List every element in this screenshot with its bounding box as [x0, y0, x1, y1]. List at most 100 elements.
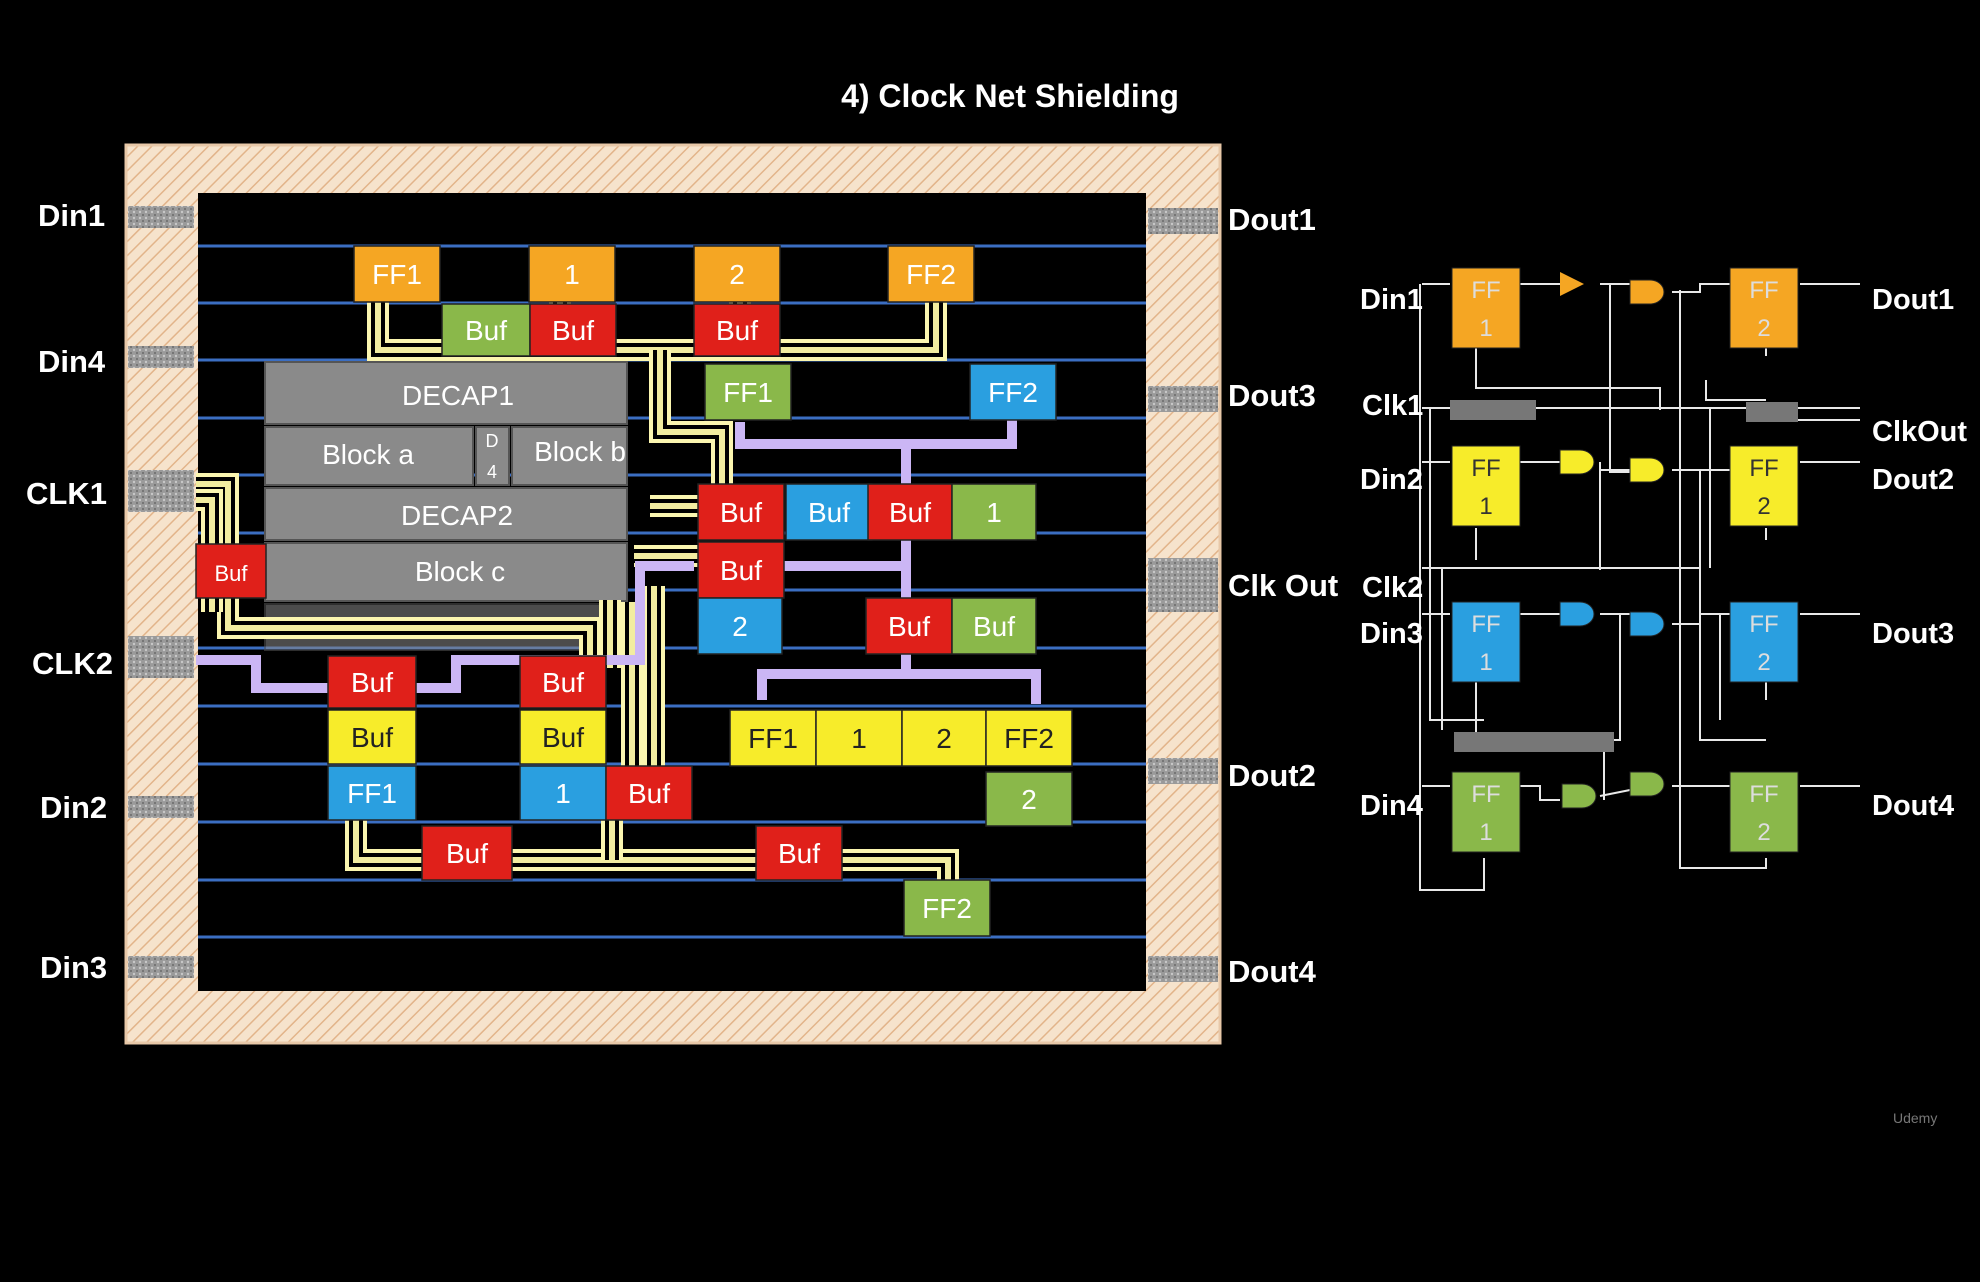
cell-red-buf: Buf	[697, 541, 785, 599]
cell-label: Buf	[214, 561, 248, 586]
cell-green-1: 1	[951, 483, 1037, 541]
decap1-label: DECAP1	[402, 380, 514, 411]
clock-core-wire	[196, 481, 593, 668]
decap2-block	[264, 487, 628, 541]
schem-label-din2: Din2	[1360, 464, 1423, 496]
slide-title: 4) Clock Net Shielding	[841, 78, 1179, 114]
cell-label: FF1	[347, 778, 397, 809]
cell-label: FF2	[906, 259, 956, 290]
io-pads	[128, 206, 1218, 982]
udemy-logo: Udemy	[1893, 1110, 1938, 1126]
block-a-label: Block a	[322, 439, 414, 470]
cell-label: Buf	[542, 722, 584, 753]
cell-label: 2	[936, 723, 952, 754]
input-pad	[128, 796, 194, 818]
schem-label-clk1: Clk1	[1362, 390, 1424, 422]
schem-label-clk2: Clk2	[1362, 572, 1424, 604]
output-pad	[1148, 558, 1218, 612]
block-b-label: Block b	[534, 436, 626, 467]
cell-orange-ff2: FF2	[887, 245, 975, 303]
schem-label-dout2: Dout2	[1872, 464, 1955, 496]
cell-blue-2: 2	[697, 597, 783, 655]
cell-yellow-buf: Buf	[327, 709, 417, 765]
cell-label: 2	[729, 259, 745, 290]
clock-core-wire	[657, 350, 725, 498]
cell-yellow-2: 2	[901, 709, 987, 767]
cell-label: Buf	[889, 497, 931, 528]
cell-red-buf: Buf	[529, 303, 617, 357]
cell-yellow-ff2: FF2	[985, 709, 1073, 767]
schem-label-din3: Din3	[1360, 618, 1423, 650]
cell-red-buf: Buf	[867, 483, 953, 541]
cell-blue-ff2: FF2	[969, 363, 1057, 421]
pin-label-dout1: Dout1	[1228, 202, 1316, 237]
cell-red-buf: Buf	[421, 825, 513, 881]
schem-label-din4: Din4	[1360, 790, 1423, 822]
clock-route	[757, 669, 1041, 704]
block-c	[264, 542, 628, 602]
pin-label-din1: Din1	[38, 198, 106, 233]
cell-label: Buf	[720, 555, 762, 586]
cell-label: Buf	[542, 667, 584, 698]
cell-green-ff2: FF2	[903, 879, 991, 937]
block-b	[511, 426, 628, 486]
cell-orange-ff1: FF1	[353, 245, 441, 303]
cell-blue-ff1: FF1	[327, 765, 417, 821]
cell-label: Buf	[552, 315, 594, 346]
cell-red-buf: Buf	[697, 483, 785, 541]
clock-route	[196, 561, 694, 693]
cell-label: FF1	[372, 259, 422, 290]
decap1-block	[264, 361, 628, 425]
d4-label-bottom: 4	[487, 462, 497, 482]
cell-label: Buf	[628, 778, 670, 809]
pin-label-clk-out: Clk Out	[1228, 568, 1339, 603]
pin-label-clk1: CLK1	[26, 476, 107, 511]
input-pad	[128, 346, 194, 368]
input-pad	[128, 470, 194, 512]
cell-red-buf: Buf	[195, 543, 267, 599]
cell-green-buf: Buf	[441, 303, 531, 357]
block-a	[264, 426, 474, 486]
cell-label: Buf	[808, 497, 850, 528]
cell-yellow-1: 1	[815, 709, 903, 767]
schem-label-dout1: Dout1	[1872, 284, 1955, 316]
schem-label-dout4: Dout4	[1872, 790, 1955, 822]
output-pad	[1148, 208, 1218, 234]
output-pad	[1148, 386, 1218, 412]
input-pad	[128, 636, 194, 678]
input-pad	[128, 206, 194, 228]
cell-red-buf: Buf	[865, 597, 953, 655]
cell-label: Buf	[973, 611, 1015, 642]
pin-label-din3: Din3	[40, 950, 108, 985]
pin-label-dout4: Dout4	[1228, 954, 1316, 989]
cell-label: 1	[564, 259, 580, 290]
pin-label-clk2: CLK2	[32, 646, 113, 681]
d4-label-top: D	[486, 431, 499, 451]
cell-orange-1: 1	[528, 245, 616, 303]
pin-label-dout2: Dout2	[1228, 758, 1316, 793]
pin-label-din2: Din2	[40, 790, 108, 825]
cell-red-buf: Buf	[693, 303, 781, 357]
clock-routes	[196, 420, 1041, 704]
pin-label-din4: Din4	[38, 344, 106, 379]
cell-label: Buf	[720, 497, 762, 528]
cell-label: Buf	[351, 667, 393, 698]
clock-route	[735, 420, 1017, 449]
cell-red-buf: Buf	[755, 825, 843, 881]
pin-label-dout3: Dout3	[1228, 378, 1316, 413]
output-pad	[1148, 758, 1218, 784]
cell-red-buf: Buf	[519, 655, 607, 709]
cell-blue-buf: Buf	[785, 483, 873, 541]
cell-label: 1	[555, 778, 571, 809]
cell-label: Buf	[446, 838, 488, 869]
cell-orange-2: 2	[693, 245, 781, 303]
output-pad	[1148, 956, 1218, 982]
cell-green-ff1: FF1	[704, 363, 792, 421]
cell-label: FF2	[922, 893, 972, 924]
cell-label: FF2	[988, 377, 1038, 408]
cell-label: Buf	[778, 838, 820, 869]
cell-label: FF1	[748, 723, 798, 754]
